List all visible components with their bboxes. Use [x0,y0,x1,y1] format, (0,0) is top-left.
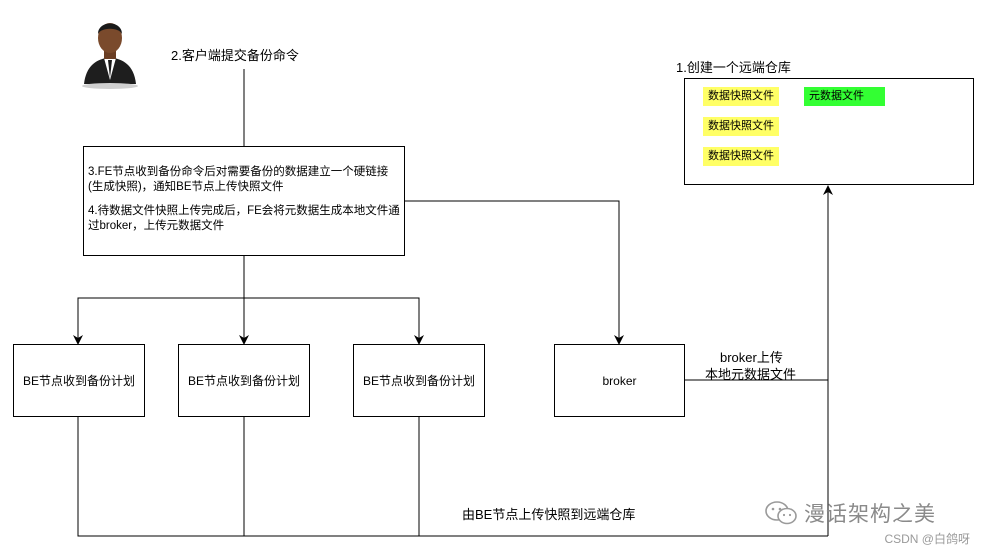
fe-node-box: 3.FE节点收到备份命令后对需要备份的数据建立一个硬链接(生成快照)，通知BE节… [83,146,405,256]
edge-be-repo [77,417,828,537]
be-node-box: BE节点收到备份计划 [178,344,310,417]
watermark-text: 漫话架构之美 [804,503,936,526]
be-node-box: BE节点收到备份计划 [353,344,485,417]
step-create-repo-label: 1.创建一个远端仓库 [676,60,791,75]
fe-step4-text: 4.待数据文件快照上传完成后，FE会将元数据生成本地文件通过broker，上传元… [88,205,400,232]
snapshot-file-tag: 数据快照文件 [703,87,779,106]
remote-repository-box: 数据快照文件 元数据文件 数据快照文件 数据快照文件 [684,78,974,185]
step-client-submit-label: 2.客户端提交备份命令 [171,48,299,63]
be-node-box: BE节点收到备份计划 [13,344,145,417]
fe-step3-text: 3.FE节点收到备份命令后对需要备份的数据建立一个硬链接(生成快照)，通知BE节… [88,166,389,193]
broker-node-box: broker [554,344,685,417]
metadata-file-tag: 元数据文件 [804,87,885,106]
broker-upload-label-line1: broker上传 [720,350,783,365]
source-watermark: CSDN @白鸽呀 [884,532,970,546]
businessman-icon [82,23,138,89]
wechat-icon [765,501,797,525]
watermark: 漫话架构之美 [764,496,936,530]
broker-upload-label-line2: 本地元数据文件 [705,367,797,382]
snapshot-file-tag: 数据快照文件 [703,117,779,136]
edge-fe-be-branch [77,297,420,344]
snapshot-file-tag: 数据快照文件 [703,147,779,166]
edge-fe-broker [405,200,624,345]
be-upload-label: 由BE节点上传快照到远端仓库 [462,507,636,522]
